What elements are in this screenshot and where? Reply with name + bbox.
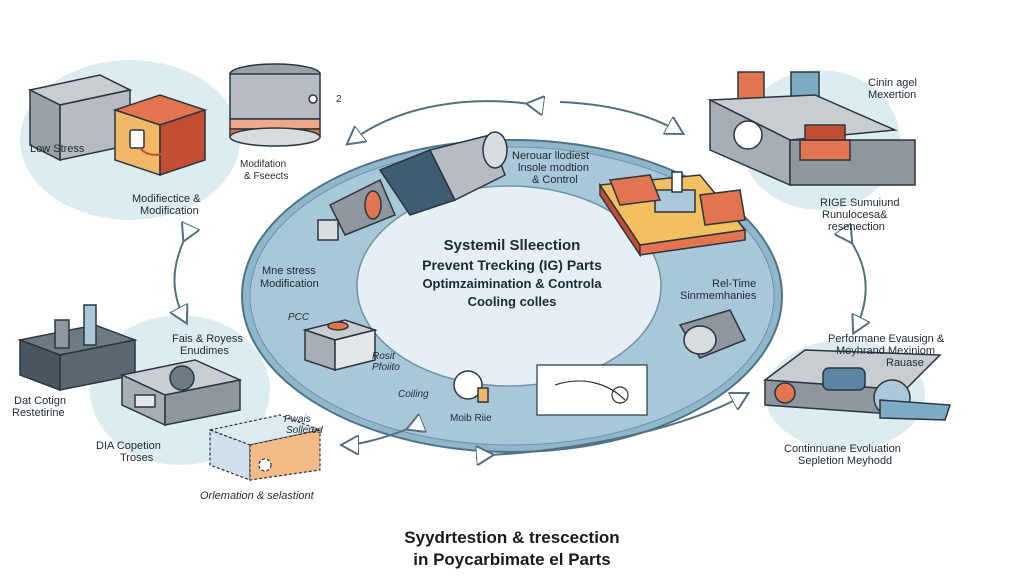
- main-title-line1: Syydrtestion & trescection: [404, 528, 620, 547]
- label-performance-1: Performane Evausign &: [828, 333, 945, 345]
- label-mne-stress: Mne stress: [262, 265, 316, 277]
- label-control-3: & Control: [532, 174, 578, 186]
- center-title-line1: Systemil Slleection: [443, 237, 581, 254]
- label-rosit-2: Pfoiito: [372, 362, 400, 373]
- label-continuance-1: Continnuane Evoluation: [784, 443, 901, 455]
- label-exertion-1: Cinin agel: [868, 77, 917, 89]
- heater-plate-illustration: [598, 171, 747, 258]
- label-dat-1: Dat Cotign: [14, 395, 66, 407]
- fan-illustration: [453, 370, 489, 403]
- label-coiling: Coiling: [398, 389, 429, 400]
- label-simulation-2: Runulocesa&: [822, 209, 888, 221]
- label-pwais: Pwais: [284, 414, 311, 425]
- tube-illustration: [678, 309, 747, 359]
- label-low-stress: Low Stress: [30, 143, 85, 155]
- label-simulation-3: resenection: [828, 221, 885, 233]
- label-mne-modification: Modification: [260, 278, 319, 290]
- nozzle-illustration: [317, 131, 508, 241]
- label-fais-1: Fais & Royess: [172, 333, 243, 345]
- center-title-line2: Prevent Trecking (IG) Parts: [422, 257, 602, 273]
- arrow-right: [850, 240, 866, 330]
- label-mod-fracture-2: & Fseects: [244, 171, 289, 182]
- label-realtime-1: Rel-Time: [712, 278, 757, 290]
- cooling-module-illustration: [119, 359, 243, 427]
- label-orientation: Orlemation & selastiont: [200, 490, 314, 502]
- main-title-line2: in Poycarbimate el Parts: [413, 550, 611, 569]
- label-mod-mod-1: Modifiectice &: [132, 193, 201, 205]
- label-fais-2: Enudimes: [180, 345, 229, 357]
- label-mod-mod-2: Modification: [140, 205, 199, 217]
- marker-2: 2: [336, 94, 342, 105]
- label-exertion-2: Mexertion: [868, 89, 917, 101]
- label-simulation-1: RIGE Sumuiund: [820, 197, 900, 209]
- label-dat-2: Restetirine: [12, 407, 65, 419]
- center-title-line4: Cooling colles: [467, 294, 557, 309]
- assembly-illustration: [762, 349, 952, 421]
- arrow-top-left: [350, 101, 530, 142]
- label-moib-riie: Moib Riie: [450, 413, 492, 424]
- stress-block-illustration: [27, 74, 208, 177]
- label-mod-fracture-1: Modifation: [240, 159, 287, 170]
- cylinder-stack-illustration: [229, 63, 321, 147]
- tank-illustration: [17, 304, 138, 392]
- label-sollered: Sollered: [286, 425, 323, 436]
- label-rosit-1: Rosit: [372, 351, 395, 362]
- pipe-detail-illustration: [536, 364, 648, 416]
- label-dia-2: Troses: [120, 452, 154, 464]
- flow-arrows: [174, 101, 865, 455]
- pcc-unit-illustration: [302, 319, 378, 372]
- arrow-left: [174, 238, 185, 320]
- label-pcc: PCC: [288, 312, 310, 323]
- label-realtime-2: Sinrmemhanies: [680, 290, 757, 302]
- machined-block-illustration: [707, 71, 916, 187]
- label-control-2: lnsole modtion: [518, 162, 589, 174]
- arrow-bottom-right: [490, 395, 745, 455]
- label-dia-1: DIA Copetion: [96, 440, 161, 452]
- arrow-top-right: [559, 101, 680, 132]
- label-control-1: Nerouar llodiest: [512, 150, 590, 162]
- center-title-line3: Optimzaimination & Controla: [422, 276, 602, 291]
- arrow-bottom-left: [345, 428, 410, 445]
- label-continuance-2: Sepletion Meyhodd: [798, 455, 893, 467]
- label-performance-3: Rauase: [886, 357, 924, 369]
- mold-cube-illustration: [207, 414, 323, 481]
- label-performance-2: Meyhrand Mexiniom: [836, 345, 936, 357]
